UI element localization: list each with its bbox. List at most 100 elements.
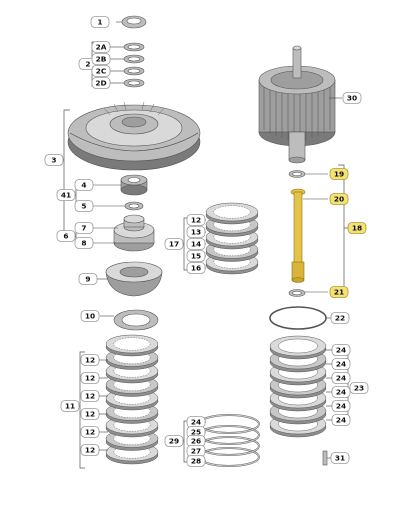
callout-number: 28 bbox=[191, 457, 201, 466]
label-1: 1 bbox=[90, 16, 110, 28]
callout-number: 12 bbox=[85, 446, 95, 455]
label-14-item: 14 bbox=[186, 238, 206, 250]
label-16-item: 16 bbox=[186, 262, 206, 274]
callout-number: 2B bbox=[96, 55, 107, 64]
callout-number: 12 bbox=[85, 410, 95, 419]
label-22: 22 bbox=[330, 312, 350, 324]
label-18: 18 bbox=[347, 222, 367, 234]
part-19-ring bbox=[288, 170, 306, 178]
callout-number: 13 bbox=[191, 228, 201, 237]
callout-number: 18 bbox=[352, 224, 362, 233]
label-11: 11 bbox=[60, 400, 80, 412]
label-2a: 2A bbox=[91, 41, 111, 53]
label-3: 3 bbox=[44, 154, 64, 166]
callout-number: 17 bbox=[169, 240, 179, 249]
callout-number: 31 bbox=[335, 454, 345, 463]
part-11-clutch-pack bbox=[105, 334, 159, 465]
label-24-item: 24 bbox=[331, 400, 351, 412]
label-8: 8 bbox=[74, 237, 94, 249]
callout-number: 24 bbox=[336, 346, 346, 355]
label-6: 6 bbox=[56, 230, 76, 242]
part-2-rings bbox=[123, 42, 145, 88]
callout-number: 7 bbox=[81, 224, 86, 233]
label-29: 29 bbox=[164, 435, 184, 447]
callout-number: 9 bbox=[85, 275, 90, 284]
label-10: 10 bbox=[80, 310, 100, 322]
callout-number: 24 bbox=[336, 374, 346, 383]
label-31: 31 bbox=[330, 452, 350, 464]
part-17-clutch-pack bbox=[205, 202, 259, 275]
label-23: 23 bbox=[349, 382, 369, 394]
callout-number: 24 bbox=[336, 388, 346, 397]
callout-number: 41 bbox=[61, 191, 71, 200]
callout-number: 2A bbox=[96, 43, 107, 52]
label-12-item: 12 bbox=[80, 390, 100, 402]
callout-number: 1 bbox=[97, 18, 102, 27]
callout-number: 29 bbox=[169, 437, 179, 446]
callout-labels: 122A2B2C2D341456789101117181920212223293… bbox=[44, 16, 369, 467]
part-4-bearing bbox=[120, 174, 148, 196]
label-24-item: 24 bbox=[186, 416, 206, 428]
part-20-shaft bbox=[290, 188, 306, 283]
label-24-item: 24 bbox=[331, 344, 351, 356]
snap-ring bbox=[198, 425, 260, 445]
part-30-drum bbox=[258, 45, 336, 164]
label-2b: 2B bbox=[91, 53, 111, 65]
callout-number: 12 bbox=[85, 374, 95, 383]
part-5-ring bbox=[124, 201, 144, 211]
callout-number: 24 bbox=[336, 360, 346, 369]
label-12-item: 12 bbox=[80, 372, 100, 384]
leader-lines bbox=[92, 21, 342, 459]
label-7: 7 bbox=[74, 222, 94, 234]
label-2c: 2C bbox=[91, 65, 111, 77]
part-23-clutch-pack bbox=[269, 335, 327, 438]
snap-ring bbox=[198, 447, 260, 467]
callout-number: 6 bbox=[63, 232, 68, 241]
label-12-item: 12 bbox=[80, 354, 100, 366]
snap-ring bbox=[198, 436, 260, 456]
callout-number: 26 bbox=[191, 437, 201, 446]
part-31-pin bbox=[322, 450, 328, 466]
part-22-snap-ring bbox=[269, 306, 327, 330]
label-30: 30 bbox=[342, 92, 362, 104]
callout-number: 15 bbox=[191, 252, 201, 261]
part-7-8-hub bbox=[113, 214, 155, 252]
disc bbox=[105, 334, 159, 357]
disc bbox=[205, 202, 259, 225]
label-20: 20 bbox=[329, 193, 349, 205]
callout-number: 14 bbox=[191, 240, 201, 249]
label-2d: 2D bbox=[91, 77, 111, 89]
part-21-ring bbox=[288, 289, 306, 297]
part-3-pump-housing bbox=[67, 101, 201, 171]
callout-number: 30 bbox=[347, 94, 357, 103]
label-12-item: 12 bbox=[186, 214, 206, 226]
callout-number: 23 bbox=[354, 384, 364, 393]
callout-number: 20 bbox=[334, 195, 344, 204]
label-26-item: 26 bbox=[186, 435, 206, 447]
callout-number: 2 bbox=[85, 60, 90, 69]
label-12-item: 12 bbox=[80, 408, 100, 420]
label-12-item: 12 bbox=[80, 426, 100, 438]
label-19: 19 bbox=[329, 168, 349, 180]
callout-number: 16 bbox=[191, 264, 201, 273]
callout-number: 12 bbox=[85, 428, 95, 437]
part-1-ring bbox=[121, 15, 147, 29]
callout-number: 21 bbox=[334, 288, 344, 297]
callout-number: 2D bbox=[95, 79, 106, 88]
label-24-item: 24 bbox=[331, 414, 351, 426]
label-9: 9 bbox=[78, 273, 98, 285]
callout-number: 19 bbox=[334, 170, 344, 179]
callout-number: 12 bbox=[191, 216, 201, 225]
label-24-item: 24 bbox=[331, 372, 351, 384]
part-10-plate bbox=[113, 309, 159, 331]
disc bbox=[269, 335, 327, 360]
callout-number: 3 bbox=[51, 156, 56, 165]
callout-number: 11 bbox=[65, 402, 75, 411]
callout-number: 24 bbox=[336, 402, 346, 411]
callout-number: 25 bbox=[191, 428, 201, 437]
label-24-item: 24 bbox=[331, 358, 351, 370]
part-9-cup bbox=[105, 261, 163, 297]
callout-number: 5 bbox=[81, 202, 86, 211]
callout-number: 2C bbox=[96, 67, 107, 76]
part-29-snap-rings bbox=[198, 414, 260, 467]
